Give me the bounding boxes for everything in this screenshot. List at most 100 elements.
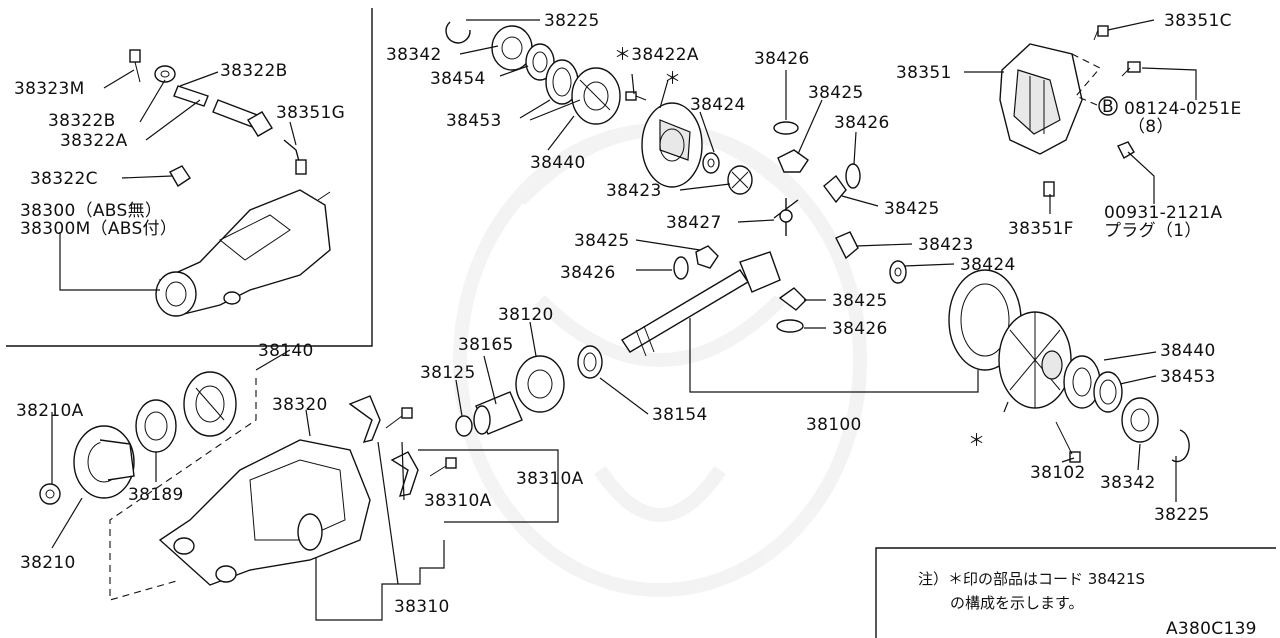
bolt-marker-b: B (1098, 96, 1118, 117)
note-line-1: 注）＊印の部品はコード 38421S (918, 570, 1145, 588)
bracket-38322b (247, 111, 273, 137)
label-38310a-b: 38310A (424, 491, 492, 511)
gear-38423-b (835, 231, 859, 260)
pinion-gear-38425-b (823, 174, 847, 204)
label-08124: 08124-0251E (1124, 99, 1242, 119)
washer-38426-b (845, 163, 861, 189)
label-38300: 38300（ABS無） (20, 201, 162, 221)
flange-dashed-guide (109, 378, 257, 601)
rear-cover-38351 (999, 43, 1083, 155)
label-star-top: ＊ (664, 69, 681, 89)
washer-38424-top (702, 152, 720, 174)
note-box: 注）＊印の部品はコード 38421S の構成を示します。 A380C139 (875, 547, 1276, 638)
bearing-cap-38310-b (390, 451, 419, 497)
label-38351g: 38351G (276, 103, 345, 123)
pinion-gear-38425-a (777, 149, 809, 173)
washer-38424-b (889, 260, 907, 284)
label-38426-a: 38426 (754, 49, 810, 69)
label-38422a: ＊38422A (614, 45, 699, 65)
pinion-shaft-38427 (773, 198, 799, 236)
cover-dashed-guide (1071, 53, 1105, 109)
bushing-38322b (154, 65, 176, 83)
label-08124-qty: （8） (1128, 117, 1174, 137)
snap-ring-38225-bottom (1171, 429, 1190, 463)
label-38426-b: 38426 (834, 113, 890, 133)
nut-38342-bottom (1121, 397, 1159, 443)
label-38322b-top: 38322B (220, 61, 288, 81)
label-38154: 38154 (652, 405, 708, 425)
bolt-38323m (129, 49, 141, 83)
shim-38453-top (545, 59, 579, 105)
stud-38351c (1093, 25, 1109, 41)
gear-38423-top (727, 165, 753, 195)
label-38310: 38310 (394, 597, 450, 617)
flange-38210 (73, 425, 135, 499)
diff-case-bottom (998, 311, 1072, 409)
diagram-code: A380C139 (1166, 619, 1257, 638)
label-00931: 00931-2121A (1104, 203, 1222, 223)
clip-38322c (169, 165, 191, 187)
label-38453-top: 38453 (446, 111, 502, 131)
bearing-38440-top (571, 67, 621, 125)
label-38342-top: 38342 (386, 45, 442, 65)
label-38351: 38351 (896, 63, 952, 83)
sleeve-38322a (173, 85, 261, 129)
label-38322c: 38322C (30, 169, 98, 189)
label-38453-b: 38453 (1160, 367, 1216, 387)
label-38425-d: 38425 (832, 291, 888, 311)
label-38454: 38454 (430, 69, 486, 89)
bolt-38310a-a (385, 407, 413, 429)
label-38323m: 38323M (14, 79, 85, 99)
spacer-38165 (473, 391, 523, 435)
label-38425-b: 38425 (884, 199, 940, 219)
label-38189: 38189 (128, 485, 184, 505)
bolt-38422a (625, 91, 647, 101)
label-38140: 38140 (258, 341, 314, 361)
drive-pinion-38100 (621, 251, 781, 357)
label-star-bottom: ＊ (968, 431, 985, 451)
collapsible-spacer-38125 (455, 415, 473, 437)
label-38424-top: 38424 (690, 95, 746, 115)
washer-38426-a (773, 121, 799, 135)
bolt-38310a-b (429, 457, 457, 477)
label-38425-c: 38425 (574, 231, 630, 251)
bolt-marker-b-label: B (1102, 97, 1114, 117)
label-38424-b: 38424 (960, 255, 1016, 275)
label-38165: 38165 (458, 335, 514, 355)
bearing-cap-38310-a (348, 395, 381, 443)
label-38300m: 38300M（ABS付） (20, 219, 177, 239)
pinion-gear-38425-d (778, 287, 807, 311)
shim-38453-bottom (1093, 371, 1123, 413)
bolt-08124 (1121, 61, 1141, 77)
label-38125: 38125 (420, 363, 476, 383)
label-38322b-left: 38322B (48, 111, 116, 131)
label-38426-d: 38426 (832, 319, 888, 339)
label-plug: プラグ（1） (1104, 221, 1202, 241)
label-38427: 38427 (666, 213, 722, 233)
washer-38426-c (673, 256, 689, 280)
seal-38189 (135, 399, 177, 453)
snap-ring-38225-top (445, 21, 471, 44)
label-38102: 38102 (1030, 463, 1086, 483)
bolt-38351f (1043, 181, 1055, 197)
label-38423-b: 38423 (918, 235, 974, 255)
gear-38425-c (695, 245, 719, 269)
carrier-case-38320 (158, 439, 371, 586)
label-38120: 38120 (498, 305, 554, 325)
label-38322a: 38322A (60, 131, 128, 151)
bearing-38120 (515, 355, 565, 413)
label-38423-top: 38423 (606, 181, 662, 201)
inset-frame (6, 8, 373, 347)
washer-38154 (577, 345, 603, 379)
label-38100: 38100 (806, 415, 862, 435)
bolt-38102 (1055, 421, 1081, 463)
label-38225-top: 38225 (544, 11, 600, 31)
label-38210: 38210 (20, 553, 76, 573)
label-38426-c: 38426 (560, 263, 616, 283)
label-38351c: 38351C (1164, 11, 1232, 31)
label-38440-b: 38440 (1160, 341, 1216, 361)
label-38225-b: 38225 (1154, 505, 1210, 525)
label-38351f: 38351F (1008, 219, 1074, 239)
part-labels: 38323M 38322B 38322B 38322A 38351G 38322… (14, 11, 1242, 617)
